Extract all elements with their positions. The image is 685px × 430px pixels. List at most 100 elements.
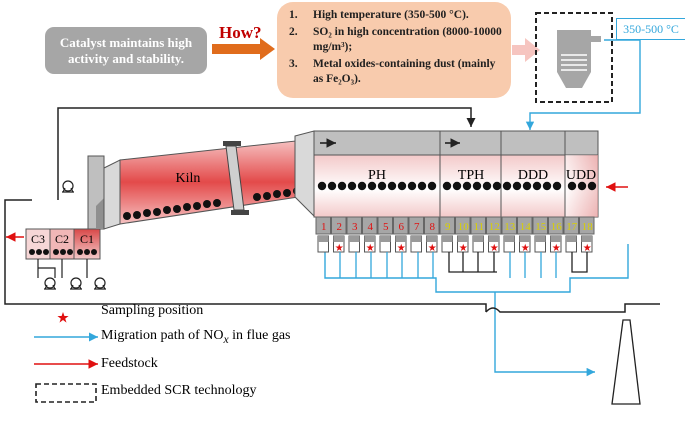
chamber-number: 11 bbox=[473, 221, 484, 233]
fan-icons bbox=[44, 180, 106, 290]
chamber-number: 10 bbox=[458, 221, 470, 233]
scr-temperature-label: 350-500 °C bbox=[616, 18, 685, 40]
windbox-top bbox=[380, 236, 391, 242]
chamber-cell bbox=[424, 216, 440, 235]
chamber-cell bbox=[439, 216, 455, 235]
windbox-top bbox=[442, 236, 453, 242]
legend-sampling-star bbox=[57, 312, 69, 323]
legend-item-migration: Migration path of NOx in flue gas bbox=[34, 326, 394, 348]
sampling-star: ★ bbox=[552, 243, 561, 254]
chamber-number: 4 bbox=[368, 221, 374, 233]
chamber-number: 3 bbox=[352, 221, 358, 233]
sampling-star: ★ bbox=[459, 243, 468, 254]
chamber-number: 5 bbox=[383, 221, 389, 233]
windbox-top bbox=[519, 236, 530, 242]
how-arrow bbox=[212, 38, 275, 60]
legend-item-scr: Embedded SCR technology bbox=[34, 380, 394, 402]
fan-lines bbox=[37, 259, 88, 278]
legend: Sampling position Migration path of NOx … bbox=[34, 300, 394, 428]
scr-reactor-icon bbox=[557, 30, 601, 88]
chamber-cell bbox=[377, 216, 393, 235]
chamber-cell bbox=[579, 216, 595, 235]
scr-dashed-box bbox=[535, 12, 613, 103]
windbox-top bbox=[333, 236, 344, 242]
section-ph: PH bbox=[368, 168, 386, 183]
chamber-number: 16 bbox=[551, 221, 563, 233]
windbox-top bbox=[395, 236, 406, 242]
bottom-black-path bbox=[4, 199, 487, 312]
sampling-star: ★ bbox=[335, 243, 344, 254]
chamber-number: 7 bbox=[414, 221, 420, 233]
chamber-cell bbox=[517, 216, 533, 235]
windbox-top bbox=[566, 236, 577, 242]
stage-c3-label: C3 bbox=[31, 232, 45, 246]
chamber-cell bbox=[331, 216, 347, 235]
top-black-path bbox=[57, 107, 476, 200]
scr-temp-path bbox=[525, 39, 641, 130]
chamber-number: 1 bbox=[321, 221, 327, 233]
to-scr-arrow bbox=[512, 38, 540, 62]
section-ddd: DDD bbox=[518, 168, 548, 183]
windbox-top bbox=[581, 236, 592, 242]
chamber-cell bbox=[362, 216, 378, 235]
windbox-top bbox=[550, 236, 561, 242]
chimney-stack bbox=[611, 319, 641, 405]
chamber-cell bbox=[486, 216, 502, 235]
condition-2: 2. SO₂ in high concentration (8000-10000… bbox=[289, 26, 502, 53]
windbox-top bbox=[318, 236, 329, 242]
legend-feedstock-label: Feedstock bbox=[101, 356, 158, 371]
chamber-cell bbox=[548, 216, 564, 235]
hood-inner bbox=[96, 198, 104, 229]
chamber-number: 12 bbox=[489, 221, 500, 233]
windbox-top bbox=[488, 236, 499, 242]
stage-c1-label: C1 bbox=[80, 232, 94, 246]
windbox-top bbox=[349, 236, 360, 242]
section-udd: UDD bbox=[566, 168, 596, 183]
sampling-star: ★ bbox=[490, 243, 499, 254]
how-question-label: How? bbox=[219, 23, 262, 42]
stage-c2-label: C2 bbox=[55, 232, 69, 246]
sampling-star: ★ bbox=[366, 243, 375, 254]
windbox-top bbox=[457, 236, 468, 242]
sampling-star: ★ bbox=[521, 243, 530, 254]
chamber-number: 6 bbox=[399, 221, 405, 233]
condition-1: 1. High temperature (350-500 °C). bbox=[289, 9, 469, 21]
chamber-number: 18 bbox=[582, 221, 594, 233]
chamber-number: 15 bbox=[535, 221, 547, 233]
windbox-top bbox=[411, 236, 422, 242]
windbox-top bbox=[426, 236, 437, 242]
windbox-top bbox=[364, 236, 375, 242]
grate-balls bbox=[317, 181, 597, 191]
condition-3: 3. Metal oxides-containing dust (mainly … bbox=[289, 58, 496, 85]
legend-scr-box bbox=[35, 383, 97, 403]
legend-migration-label: Migration path of NOx in flue gas bbox=[101, 328, 291, 346]
blue-down-path bbox=[494, 292, 595, 377]
chamber-cell bbox=[563, 216, 579, 235]
sampling-star: ★ bbox=[397, 243, 406, 254]
chamber-number: 2 bbox=[337, 221, 343, 233]
conditions-box: 1. High temperature (350-500 °C). 2. SO₂… bbox=[277, 2, 511, 98]
chamber-cell bbox=[346, 216, 362, 235]
black-collector-1 bbox=[448, 252, 497, 273]
chamber-cell bbox=[455, 216, 471, 235]
chamber-cell bbox=[393, 216, 409, 235]
legend-item-sampling: Sampling position bbox=[34, 300, 394, 322]
chamber-number: 9 bbox=[445, 221, 451, 233]
chamber-cell bbox=[470, 216, 486, 235]
hood-cone bbox=[103, 159, 121, 230]
catalyst-statement-box: Catalyst maintains high activity and sta… bbox=[45, 27, 207, 74]
blue-migration-path bbox=[324, 244, 629, 293]
chamber-cell bbox=[315, 216, 331, 235]
windbox-top bbox=[535, 236, 546, 242]
blue-collector-lines bbox=[339, 252, 557, 278]
chamber-cell bbox=[408, 216, 424, 235]
chamber-cell bbox=[532, 216, 548, 235]
windbox-top bbox=[473, 236, 484, 242]
catalyst-line-1: Catalyst maintains high bbox=[59, 34, 193, 50]
section-tph: TPH bbox=[458, 168, 484, 183]
catalyst-line-2: activity and stability. bbox=[68, 50, 184, 66]
bottom-black-hump bbox=[485, 303, 660, 313]
kiln-grate-joint bbox=[294, 130, 315, 218]
